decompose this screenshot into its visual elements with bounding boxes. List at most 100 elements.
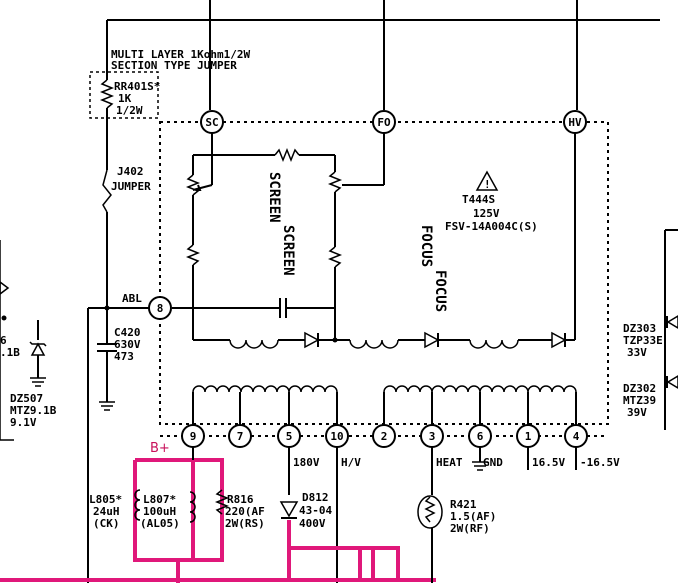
divider-network xyxy=(172,133,385,340)
hv-diode-2 xyxy=(424,331,440,349)
warning-triangle-icon xyxy=(475,170,499,191)
pin3-heat: HEAT xyxy=(436,456,463,469)
d812-diode-icon xyxy=(279,501,299,518)
rr401s-value: 1K xyxy=(118,92,132,105)
r421-fusible-icon xyxy=(417,495,443,529)
hv-coil-2 xyxy=(349,339,399,349)
dz507-ref: DZ507 xyxy=(10,392,43,405)
rr401s-power: 1/2W xyxy=(116,104,143,117)
left-cut-label-2: 6 xyxy=(0,334,7,347)
r421-ref: R421 xyxy=(450,498,477,511)
pin-9-label: 9 xyxy=(190,430,197,443)
screen-label-2: SCREEN xyxy=(280,225,296,276)
l805-type: (CK) xyxy=(93,517,120,530)
c420-value: 473 xyxy=(114,350,134,363)
top-terminals: SC FO HV xyxy=(200,110,587,134)
pin-6-label: 6 xyxy=(477,430,484,443)
bplus-label: B+ xyxy=(150,441,170,456)
left-circuit: MULTI LAYER 1Kohm1/2W SECTION TYPE JUMPE… xyxy=(0,0,660,583)
pin-4-label: 4 xyxy=(573,430,580,443)
dz303-voltage: 33V xyxy=(627,346,647,359)
l807-ref: L807* xyxy=(143,493,176,506)
pin-7 xyxy=(228,424,252,448)
t444s-ref: T444S xyxy=(462,193,495,206)
t444s-part: FSV-14A004C(S) xyxy=(445,220,538,233)
c420-ground-icon xyxy=(99,401,115,411)
pin-8 xyxy=(148,296,172,320)
l807-value: 100uH xyxy=(143,505,176,518)
pin6-ground-icon xyxy=(472,461,488,471)
pin-7-label: 7 xyxy=(237,430,244,443)
l805-inductor xyxy=(134,489,141,521)
hv-coil-1 xyxy=(229,339,279,349)
dz302-voltage: 39V xyxy=(627,406,647,419)
r816-ref: R816 xyxy=(227,493,254,506)
d812-ref: D812 xyxy=(302,491,329,504)
dz507-type: MTZ9.1B xyxy=(10,404,57,417)
pin-8-label: 8 xyxy=(157,302,164,315)
rr401s-ref: RR401S* xyxy=(114,80,160,93)
r421-power: 2W(RF) xyxy=(450,522,490,535)
r816-power: 2W(RS) xyxy=(225,517,265,530)
pin10-signal: H/V xyxy=(341,456,361,469)
j402-ref: J402 xyxy=(117,165,144,178)
r421-resistor xyxy=(424,496,436,523)
c420-ref: C420 xyxy=(114,326,141,339)
hv-diode-1 xyxy=(304,331,320,349)
screen-label: SCREEN xyxy=(266,172,282,223)
r816-value: 220(AF xyxy=(225,505,265,518)
l807-type: (AL05) xyxy=(140,517,180,530)
rr401s-box xyxy=(89,71,159,119)
right-zeners: DZ303 TZP33E 33V DZ302 MTZ39 39V xyxy=(623,229,678,430)
jumper-note-line1: MULTI LAYER 1Kohm1/2W xyxy=(111,48,250,61)
left-cut-label-1: .1B xyxy=(0,346,20,359)
dz302-type: MTZ39 xyxy=(623,394,656,407)
dz302-ref: DZ302 xyxy=(623,382,656,395)
focus-pot xyxy=(327,171,343,193)
hv-diode-3 xyxy=(551,331,567,349)
focus-label-2: FOCUS xyxy=(432,270,448,312)
pin6-gnd: GND xyxy=(483,456,503,469)
t444s-fuse: 125V xyxy=(473,207,500,220)
rr401s-resistor xyxy=(99,79,115,109)
dz303-type: TZP33E xyxy=(623,334,663,347)
pin-1-label: 1 xyxy=(525,430,532,443)
dz302-zener-icon xyxy=(666,375,678,389)
pin4-voltage: -16.5V xyxy=(580,456,620,469)
d812-type: 43-04 xyxy=(299,504,332,517)
bottom-pins: 9 7 5 10 2 3 6 1 4 xyxy=(160,424,608,448)
r816-resistor xyxy=(214,489,230,515)
dz507-zener-icon xyxy=(30,342,46,356)
terminal-sc-label: SC xyxy=(205,116,218,129)
screen-pot-upper xyxy=(185,174,201,196)
dz303-zener-icon xyxy=(666,315,678,329)
r421-value: 1.5(AF) xyxy=(450,510,496,523)
terminal-hv-label: HV xyxy=(568,116,582,129)
screen-resistor-lower xyxy=(185,244,201,266)
bplus-highlight xyxy=(0,458,436,583)
dz303-ref: DZ303 xyxy=(623,322,656,335)
pin-outputs: 180V H/V HEAT GND 16.5V -16.5V xyxy=(288,447,620,583)
secondary-coil xyxy=(383,385,577,393)
pin-2 xyxy=(372,424,396,448)
dz507-ground-icon xyxy=(30,377,46,387)
c420-voltage: 630V xyxy=(114,338,141,351)
pin5-voltage: 180V xyxy=(293,456,320,469)
pin-5-label: 5 xyxy=(286,430,293,443)
t444s-block: ! T444S 125V FSV-14A004C(S) xyxy=(445,170,538,233)
pin-2-label: 2 xyxy=(381,430,388,443)
hv-coil-3 xyxy=(469,339,519,349)
j402-label: JUMPER xyxy=(111,180,151,193)
l805-ref: L805* xyxy=(89,493,122,506)
pin-3-label: 3 xyxy=(429,430,436,443)
warning-mark: ! xyxy=(484,178,491,191)
abl-label: ABL xyxy=(122,292,142,305)
l807-inductor xyxy=(189,491,196,523)
focus-resistor-lower xyxy=(327,246,343,268)
focus-label: FOCUS xyxy=(418,225,434,267)
hv-stack xyxy=(193,133,576,349)
primary-coil xyxy=(192,385,338,393)
dz507-voltage: 9.1V xyxy=(10,416,37,429)
j402-jumper xyxy=(102,169,112,213)
